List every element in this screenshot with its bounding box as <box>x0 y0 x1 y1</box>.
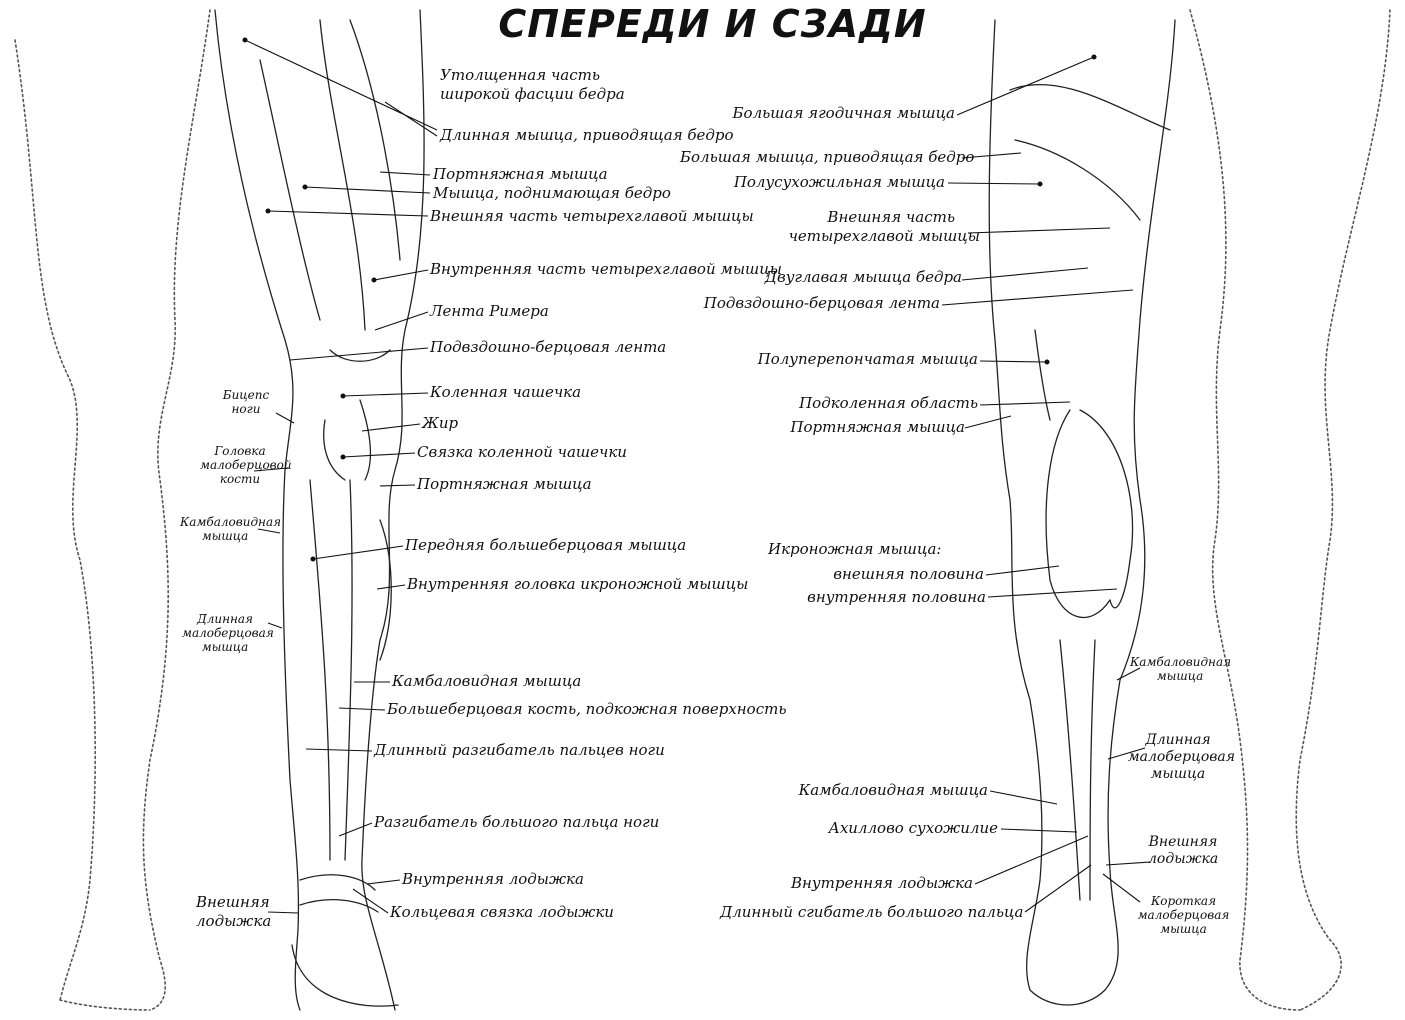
label-adductor-longus: Длинная мышца, приводящая бедро <box>440 126 734 145</box>
label-gluteus-maximus: Большая ягодичная мышца <box>700 104 955 123</box>
label-extensor-hallucis: Разгибатель большого пальца ноги <box>374 813 659 832</box>
label-semimembranosus: Полуперепончатая мышца <box>740 350 978 369</box>
label-hip-raiser: Мышца, поднимающая бедро <box>433 184 671 203</box>
label-biceps-femoris-back: Двуглавая мышца бедра <box>730 268 962 287</box>
label-patella: Коленная чашечка <box>430 383 581 402</box>
label-iliotibial-band-back: Подвздошно-берцовая лента <box>700 294 940 313</box>
label-flexor-hallucis-longus: Длинный сгибатель большого пальца <box>720 903 1023 922</box>
label-extensor-digitorum: Длинный разгибатель пальцев ноги <box>374 741 665 760</box>
label-popliteal-area: Подколенная область <box>760 394 978 413</box>
right-outer-leg <box>1190 10 1390 1010</box>
label-tibia-surface: Большеберцовая кость, подкожная поверхно… <box>387 700 787 719</box>
label-gastrocnemius: Икроножная мышца: <box>768 540 941 559</box>
label-sartorius-back: Портняжная мышца <box>760 418 965 437</box>
label-sartorius-1: Портняжная мышца <box>433 165 608 184</box>
front-leg <box>215 10 424 1010</box>
label-tibialis-anterior: Передняя большеберцовая мышца <box>405 536 686 555</box>
label-adductor-magnus: Большая мышца, приводящая бедро <box>680 148 960 167</box>
label-annular-ligament: Кольцевая связка лодыжки <box>390 903 614 922</box>
label-vastus-lateralis: Внешняя часть четырехглавой мышцы <box>430 207 754 226</box>
left-outer-leg <box>15 10 210 1010</box>
label-soleus-front: Камбаловидная мышца <box>392 672 581 691</box>
label-semitendinosus: Полусухожильная мышца <box>700 173 945 192</box>
label-sartorius-2: Портняжная мышца <box>417 475 592 494</box>
label-rimer-band: Лента Римера <box>430 302 549 321</box>
label-medial-malleolus-front: Внутренняя лодыжка <box>402 870 584 889</box>
label-gastrocnemius-outer: внешняя половина <box>760 565 984 584</box>
leader-lines <box>243 38 1150 913</box>
label-gastrocnemius-medial-head: Внутренняя головка икроножной мышцы <box>407 575 748 594</box>
label-achilles-tendon: Ахиллово сухожилие <box>760 819 998 838</box>
label-fat: Жир <box>422 414 458 433</box>
page-title: СПЕРЕДИ И СЗАДИ <box>0 4 1405 44</box>
label-soleus-back: Камбаловидная мышца <box>760 781 988 800</box>
label-patellar-ligament: Связка коленной чашечки <box>417 443 627 462</box>
label-medial-malleolus-back: Внутренняя лодыжка <box>760 874 973 893</box>
label-gastrocnemius-inner: внутренняя половина <box>760 588 986 607</box>
label-iliotibial-band: Подвздошно-берцовая лента <box>430 338 666 357</box>
